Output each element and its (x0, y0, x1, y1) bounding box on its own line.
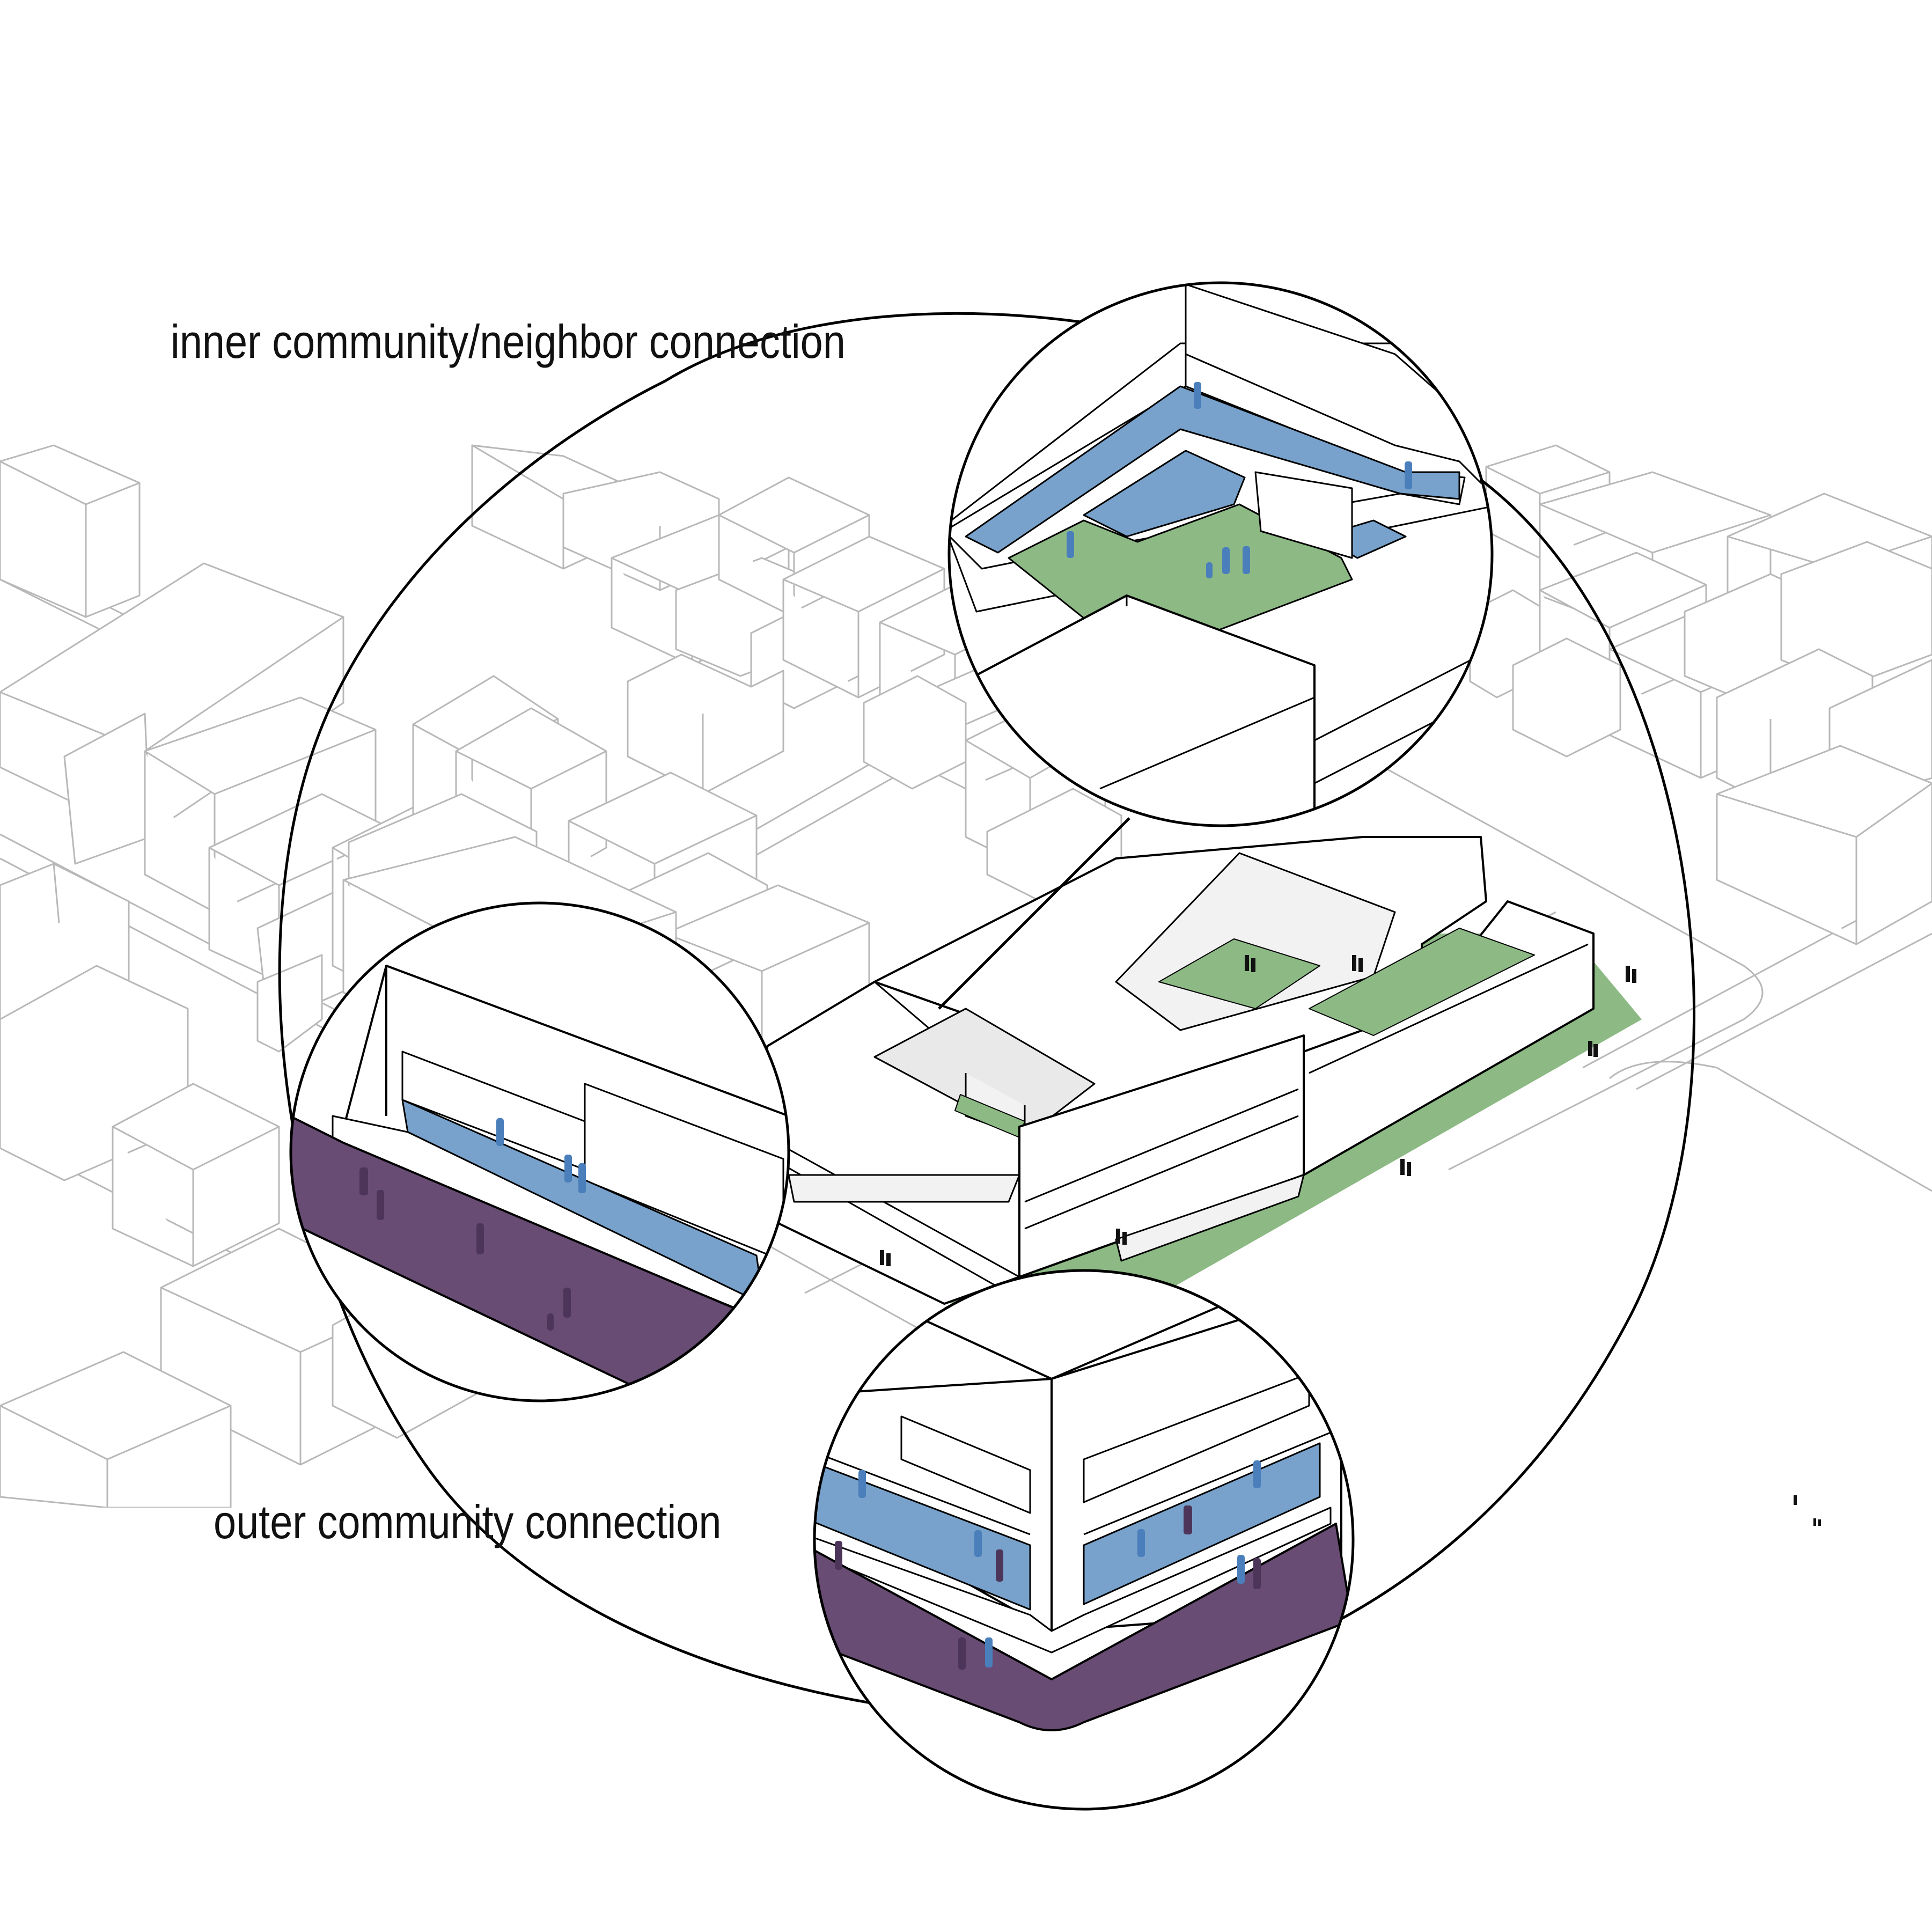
context-building (256, 954, 323, 1053)
people-blue (858, 1460, 1261, 1667)
people-purple (835, 1505, 1261, 1670)
context-building (1716, 745, 1932, 945)
label-outer-connection: outer community connection (214, 1495, 722, 1548)
roof-garden (1309, 928, 1535, 1036)
inner-walkway (965, 385, 1460, 554)
context-building (627, 653, 784, 795)
context-building (0, 444, 141, 618)
leader-line (938, 817, 1130, 1010)
neighborhood-context (0, 444, 1932, 1508)
people-purple (359, 1167, 571, 1331)
label-inner-connection: inner community/neighbor connection (171, 315, 846, 368)
context-building (782, 535, 945, 699)
main-building (766, 836, 1595, 1305)
people-blue (1067, 382, 1412, 578)
context-building (112, 1083, 280, 1267)
detail-circle-inner (947, 281, 1494, 827)
context-building (0, 1351, 232, 1508)
context-building (1512, 637, 1621, 758)
detail-circle-outer (813, 1269, 1355, 1811)
people-silhouettes (880, 955, 1821, 1526)
context-building (63, 712, 151, 865)
outer-street-band (814, 1523, 1353, 1731)
detail-circle-street (289, 901, 790, 1402)
people-blue (496, 1118, 586, 1193)
connection-ellipse (278, 312, 1695, 1708)
